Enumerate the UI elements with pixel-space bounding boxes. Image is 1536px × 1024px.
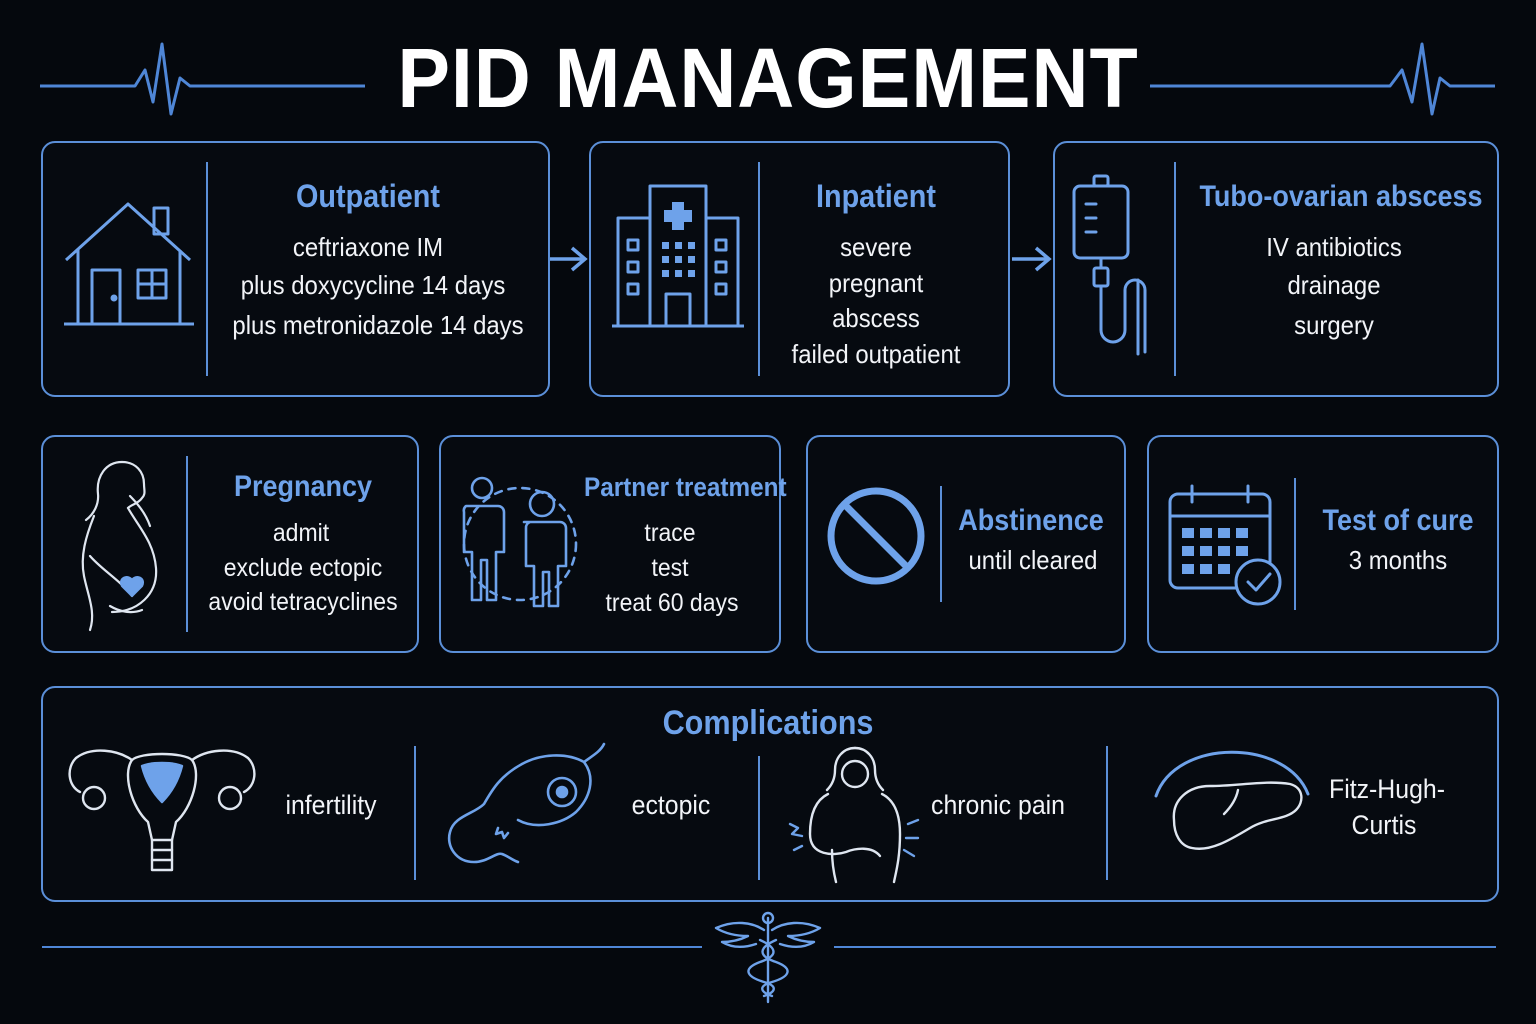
inpatient-line-3: abscess — [832, 303, 920, 333]
partner-line-2: test — [651, 554, 689, 582]
complications-divider-1 — [414, 746, 416, 880]
inpatient-line-2: pregnant — [828, 268, 924, 298]
outpatient-line-1: ceftriaxone IM — [292, 232, 444, 262]
partner-line-3: treat 60 days — [605, 589, 739, 617]
tubo-line-1: IV antibiotics — [1266, 232, 1402, 262]
fallopian-tube-icon — [444, 740, 610, 870]
cure-card — [1147, 435, 1499, 653]
complication-fitz-label-1: Fitz-Hugh- — [1329, 774, 1445, 804]
footer-line-left — [42, 946, 702, 948]
pregnancy-line-2: exclude ectopic — [223, 554, 383, 582]
pregnancy-line-3: avoid tetracyclines — [208, 588, 398, 616]
tubo-divider — [1174, 162, 1176, 376]
inpatient-line-4: failed outpatient — [791, 339, 961, 369]
inpatient-line-1: severe — [840, 232, 912, 262]
footer-line-right — [834, 946, 1496, 948]
tubo-card — [1053, 141, 1499, 397]
hospital-icon — [612, 184, 744, 330]
complication-pain-label: chronic pain — [931, 790, 1065, 820]
heartbeat-left-icon — [40, 42, 365, 116]
partner-line-1: trace — [644, 519, 696, 547]
outpatient-heading: Outpatient — [296, 178, 440, 214]
iv-drip-icon — [1072, 174, 1162, 358]
arrow-right-icon — [1012, 246, 1052, 272]
complications-divider-3 — [1106, 746, 1108, 880]
complication-fitz-label-2: Curtis — [1351, 810, 1417, 840]
prohibited-icon — [824, 484, 928, 588]
tubo-line-3: surgery — [1294, 310, 1374, 340]
complication-infertility-label: infertility — [285, 790, 377, 820]
partners-icon — [454, 474, 580, 614]
inpatient-card — [589, 141, 1010, 397]
heartbeat-right-icon — [1150, 42, 1495, 116]
liver-icon — [1150, 746, 1314, 858]
uterus-icon — [66, 742, 258, 876]
outpatient-card — [41, 141, 550, 397]
abstinence-divider — [940, 486, 942, 602]
tubo-line-2: drainage — [1287, 270, 1381, 300]
caduceus-icon — [712, 910, 824, 1006]
outpatient-line-3: plus metronidazole 14 days — [232, 310, 524, 340]
pregnancy-line-1: admit — [272, 519, 330, 547]
cure-line-1: 3 months — [1348, 545, 1448, 575]
pregnant-woman-icon — [70, 456, 170, 632]
abdominal-pain-icon — [788, 740, 922, 884]
cure-divider — [1294, 478, 1296, 610]
abstinence-heading: Abstinence — [958, 504, 1104, 537]
tubo-heading: Tubo-ovarian abscess — [1199, 180, 1483, 213]
arrow-right-icon — [550, 246, 588, 272]
outpatient-divider — [206, 162, 208, 376]
calendar-check-icon — [1166, 484, 1286, 608]
outpatient-line-2: plus doxycycline 14 days — [240, 270, 506, 300]
inpatient-divider — [758, 162, 760, 376]
partner-heading: Partner treatment — [584, 472, 787, 502]
pregnancy-divider — [186, 456, 188, 632]
page-title: PID MANAGEMENT — [397, 31, 1139, 125]
complication-ectopic-label: ectopic — [631, 790, 711, 820]
complications-card — [41, 686, 1499, 902]
inpatient-heading: Inpatient — [815, 178, 936, 214]
partner-card — [439, 435, 781, 653]
house-icon — [62, 200, 196, 330]
pregnancy-heading: Pregnancy — [233, 470, 373, 503]
abstinence-card — [806, 435, 1126, 653]
cure-heading: Test of cure — [1322, 504, 1474, 537]
abstinence-line-1: until cleared — [968, 545, 1098, 575]
complications-divider-2 — [758, 756, 760, 880]
complications-heading: Complications — [662, 704, 874, 742]
